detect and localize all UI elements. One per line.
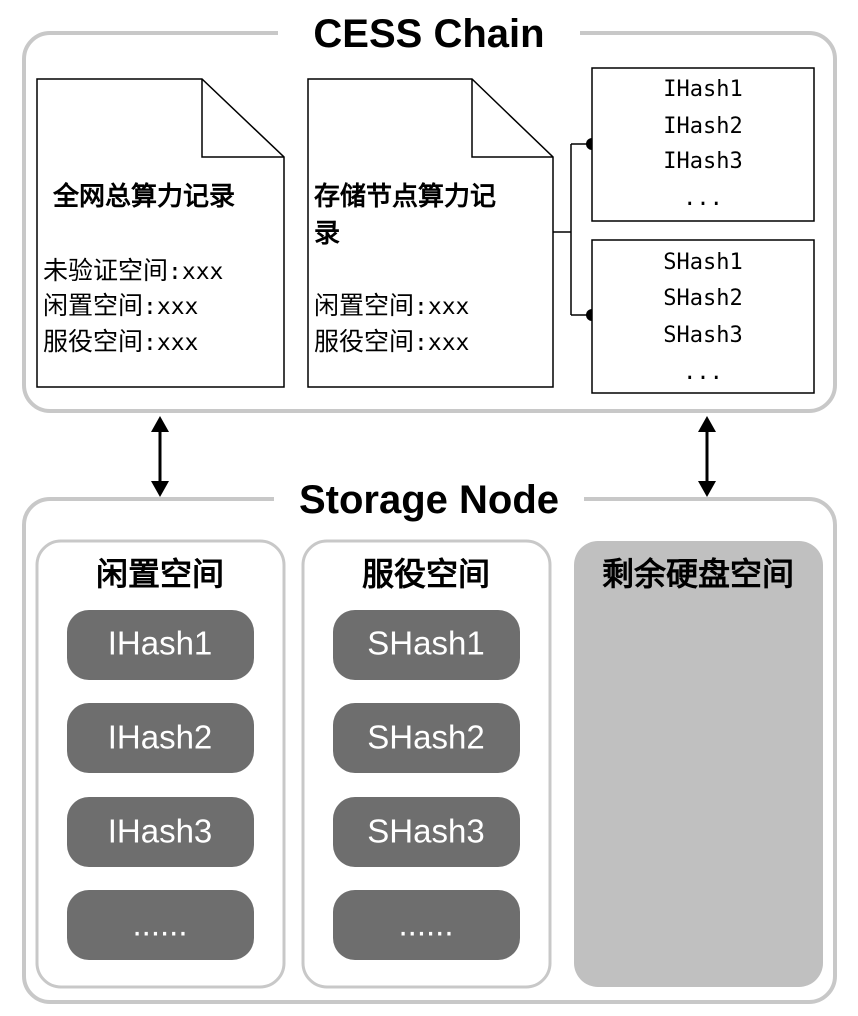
doc-node-shape bbox=[307, 78, 554, 388]
shash-list-box: SHash1 SHash2 SHash3 ... bbox=[591, 239, 815, 394]
idle-pill-4-label: ...... bbox=[132, 906, 187, 943]
idle-pill-3-label: IHash3 bbox=[108, 813, 213, 850]
service-pill-3-label: SHash3 bbox=[367, 813, 484, 850]
doc-node-line-2-value: :xxx bbox=[414, 330, 469, 356]
doc-node-record: 存储节点算力记 录 闲置空间:xxx 服役空间:xxx bbox=[307, 78, 554, 388]
doc-network-line-1-value: :xxx bbox=[168, 259, 223, 285]
idle-pill-4 bbox=[67, 890, 254, 960]
shash-list-item-2: SHash2 bbox=[663, 286, 742, 311]
doc-network-record: 全网总算力记录 未验证空间:xxx 闲置空间:xxx 服役空间:xxx bbox=[36, 78, 285, 388]
doc-network-line-3-label: 服役空间 bbox=[43, 327, 143, 356]
shash-list-item-1: SHash1 bbox=[663, 250, 742, 275]
remaining-space-column: 剩余硬盘空间 bbox=[574, 541, 823, 987]
doc-network-title: 全网总算力记录 bbox=[52, 181, 235, 212]
doc-network-line-1-label: 未验证空间 bbox=[43, 256, 168, 285]
idle-space-title: 闲置空间 bbox=[96, 555, 224, 593]
storage-node-section: Storage Node 闲置空间 IHash1 IHash2 IHash3 .… bbox=[22, 475, 837, 1004]
service-pill-1 bbox=[333, 610, 520, 680]
doc-network-line-1: 未验证空间:xxx bbox=[43, 256, 223, 285]
service-space-column: 服役空间 SHash1 SHash2 SHash3 ...... bbox=[301, 539, 552, 989]
arrow-right bbox=[698, 416, 716, 497]
service-pill-1-label: SHash1 bbox=[367, 625, 484, 662]
doc-node-line-2: 服役空间:xxx bbox=[314, 327, 469, 356]
arrow-left bbox=[151, 416, 169, 497]
doc-network-shape bbox=[36, 78, 285, 388]
service-pill-3 bbox=[333, 797, 520, 867]
shash-list-frame bbox=[591, 239, 815, 394]
doc-node-title-line2: 录 bbox=[314, 219, 340, 249]
idle-pill-3 bbox=[67, 797, 254, 867]
doc-network-line-3: 服役空间:xxx bbox=[43, 327, 198, 356]
remaining-space-frame bbox=[574, 541, 823, 987]
storage-node-title-gap bbox=[274, 475, 584, 525]
cess-chain-title: CESS Chain bbox=[313, 12, 544, 56]
idle-pill-2-label: IHash2 bbox=[108, 719, 213, 756]
doc-node-title-line1: 存储节点算力记 bbox=[314, 181, 496, 212]
ihash-list-item-4: ... bbox=[683, 186, 723, 211]
doc-node-line-1: 闲置空间:xxx bbox=[314, 291, 469, 320]
service-pill-2-label: SHash2 bbox=[367, 719, 484, 756]
doc-network-line-2-label: 闲置空间 bbox=[43, 291, 143, 320]
ihash-list-item-2: IHash2 bbox=[663, 114, 742, 139]
cess-chain-title-gap bbox=[278, 8, 580, 58]
service-space-title: 服役空间 bbox=[362, 555, 490, 593]
service-pill-2 bbox=[333, 703, 520, 773]
service-pill-4-label: ...... bbox=[398, 906, 453, 943]
shash-list-item-4: ... bbox=[683, 360, 723, 385]
service-pill-4 bbox=[333, 890, 520, 960]
doc-network-line-2: 闲置空间:xxx bbox=[43, 291, 198, 320]
doc-node-line-1-value: :xxx bbox=[414, 294, 469, 320]
storage-node-title: Storage Node bbox=[299, 478, 559, 522]
doc-node-line-2-label: 服役空间 bbox=[314, 327, 414, 356]
doc-network-fold bbox=[201, 79, 284, 158]
ihash-list-item-3: IHash3 bbox=[663, 149, 742, 174]
doc-node-line-1-label: 闲置空间 bbox=[314, 291, 414, 320]
doc-node-fold bbox=[471, 79, 553, 158]
idle-space-column: 闲置空间 IHash1 IHash2 IHash3 ...... bbox=[35, 539, 286, 989]
ihash-list-box: IHash1 IHash2 IHash3 ... bbox=[591, 67, 815, 222]
remaining-space-title: 剩余硬盘空间 bbox=[602, 555, 794, 593]
doc-network-line-2-value: :xxx bbox=[143, 294, 198, 320]
doc-network-line-3-value: :xxx bbox=[143, 330, 198, 356]
ihash-list-item-1: IHash1 bbox=[663, 77, 742, 102]
idle-pill-1-label: IHash1 bbox=[108, 625, 213, 662]
shash-list-item-3: SHash3 bbox=[663, 323, 742, 348]
idle-pill-1 bbox=[67, 610, 254, 680]
cess-chain-section: CESS Chain 全网总算力记录 未验证空间:xxx 闲置空间:xxx 服役… bbox=[22, 8, 837, 413]
idle-pill-2 bbox=[67, 703, 254, 773]
ihash-list-frame bbox=[591, 67, 815, 222]
